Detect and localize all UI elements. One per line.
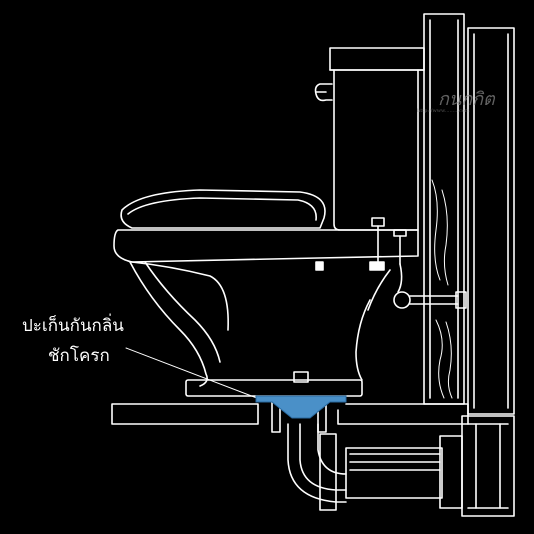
flush-lever	[314, 83, 333, 102]
wall-column-right	[467, 27, 515, 415]
wood-grain	[431, 179, 453, 399]
wall-column-left	[423, 13, 465, 405]
drain-pipe	[287, 423, 463, 511]
bowl-base	[185, 371, 363, 397]
gasket-label-line1: ปะเก็นกันกลิ่น	[22, 316, 124, 336]
watermark-subtitle: http://www.........com	[417, 108, 470, 114]
supply-valve	[393, 263, 467, 309]
stack-pipe	[461, 415, 515, 517]
gasket-label-line2: ชักโครก	[48, 346, 110, 366]
callout-leader-line	[125, 347, 263, 401]
toilet-seat-lid	[120, 189, 326, 229]
bowl-rim	[113, 229, 419, 271]
cistern-tank	[329, 47, 425, 231]
wax-gasket	[255, 395, 347, 419]
toilet-bowl	[129, 261, 391, 387]
watermark-logo: กนกกิต	[438, 89, 495, 110]
